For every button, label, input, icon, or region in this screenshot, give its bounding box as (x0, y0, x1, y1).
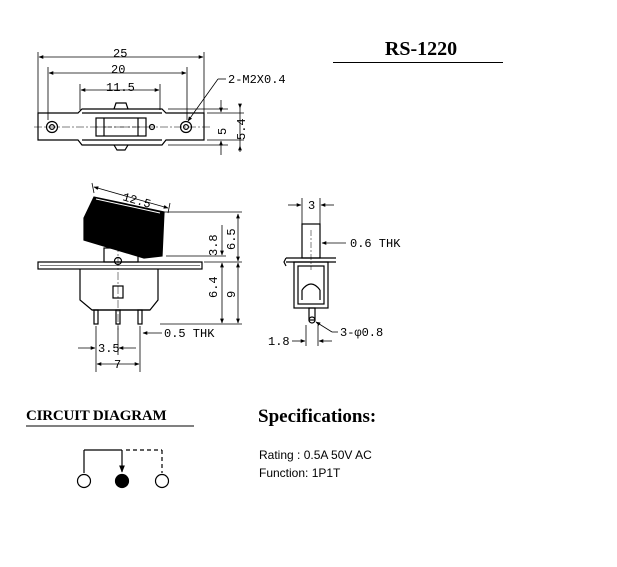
dim-outer-height: 5.4 (235, 118, 249, 140)
specifications-title: Specifications: (258, 406, 377, 427)
title-underline (333, 62, 503, 63)
spec-rating: Rating : 0.5A 50V AC (259, 448, 372, 462)
terminal-common (114, 473, 130, 489)
dim-actuator-height: 3.8 (207, 234, 221, 256)
dim-screw-spec: 2-M2X0.4 (228, 73, 286, 87)
dim-pin-holes: 3-φ0.8 (340, 326, 383, 340)
dim-body-total: 9 (225, 291, 239, 298)
dim-inner-height: 5 (216, 128, 230, 135)
circuit-diagram (26, 425, 194, 489)
end-view (283, 198, 346, 346)
dim-stem-width: 3 (308, 199, 315, 213)
dim-pin-span: 7 (114, 358, 121, 372)
side-view (37, 182, 242, 372)
spec-function: Function: 1P1T (259, 466, 341, 480)
terminal-right (154, 473, 170, 489)
dim-inner-width: 11.5 (106, 81, 135, 95)
dim-pin-pitch: 3.5 (98, 342, 120, 356)
top-view (34, 52, 244, 155)
model-title: RS-1220 (384, 38, 458, 60)
circuit-diagram-title: CIRCUIT DIAGRAM (26, 408, 167, 424)
dim-body-height: 6.4 (207, 276, 221, 298)
terminal-left (76, 473, 92, 489)
dim-plate-thickness: 0.6 THK (350, 237, 401, 251)
dim-hole-spacing: 20 (111, 63, 125, 77)
dim-upper-total: 6.5 (225, 228, 239, 250)
dim-pin-offset: 1.8 (268, 335, 290, 349)
dim-overall-width: 25 (113, 47, 127, 61)
dim-pin-thickness: 0.5 THK (164, 327, 215, 341)
